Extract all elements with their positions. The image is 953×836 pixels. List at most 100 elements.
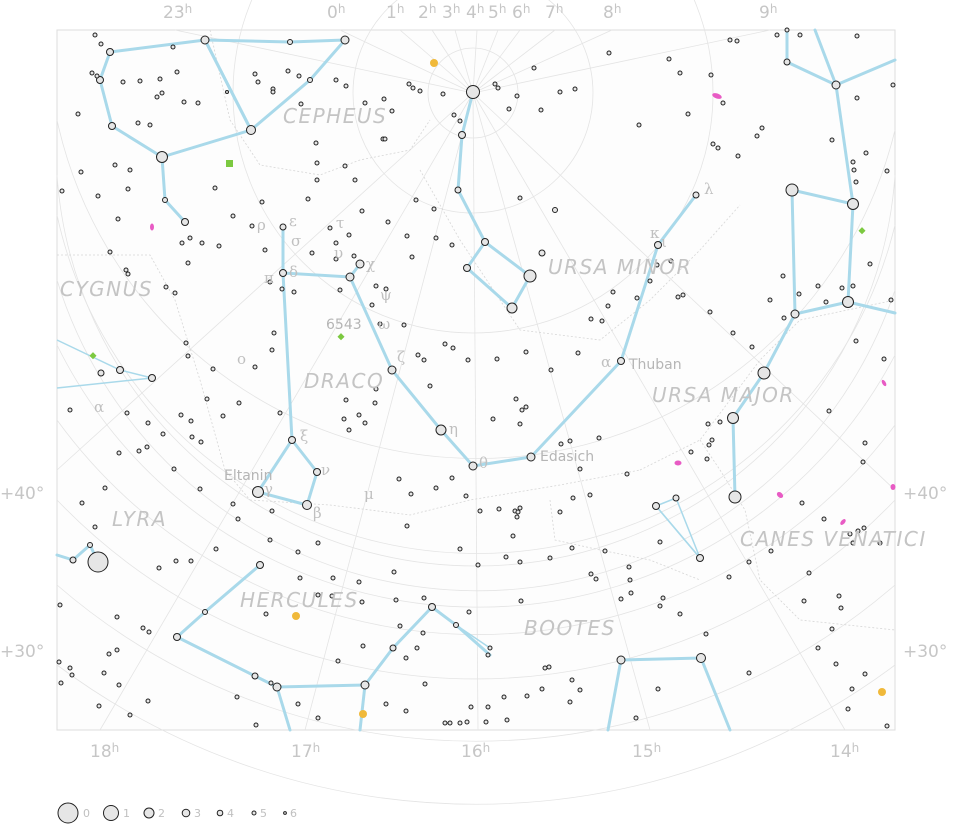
- star: [706, 442, 712, 448]
- greek-label: σ: [291, 232, 301, 250]
- star: [220, 413, 226, 419]
- star: [116, 682, 122, 688]
- star: [720, 100, 726, 106]
- star: [397, 623, 403, 629]
- star: [116, 450, 122, 456]
- star: [387, 365, 397, 375]
- ra-label: 1h: [386, 2, 404, 23]
- star: [272, 682, 282, 692]
- star: [285, 68, 291, 74]
- star: [526, 452, 536, 462]
- star: [396, 476, 402, 482]
- star: [449, 475, 455, 481]
- star: [458, 131, 466, 139]
- star: [487, 645, 493, 651]
- star: [144, 444, 150, 450]
- star: [75, 111, 81, 117]
- greek-label: ν: [321, 461, 330, 479]
- star: [116, 366, 124, 374]
- star: [523, 349, 529, 355]
- star: [708, 72, 714, 78]
- star: [421, 357, 427, 363]
- dec-label: +40°: [903, 484, 947, 504]
- legend-label: 4: [227, 807, 234, 820]
- star: [154, 94, 160, 100]
- star: [148, 374, 156, 382]
- star: [457, 118, 463, 124]
- star-names: Thuban Edasich Eltanin 6543: [224, 317, 682, 484]
- star: [602, 548, 608, 554]
- star: [377, 321, 383, 327]
- star: [162, 197, 168, 203]
- star: [783, 58, 791, 66]
- greek-label: λ: [704, 180, 714, 198]
- star: [431, 206, 437, 212]
- ra-label: 18h: [90, 741, 119, 762]
- coordinate-grid: [56, 0, 896, 805]
- star: [267, 537, 273, 543]
- star: [477, 508, 483, 514]
- star: [463, 264, 471, 272]
- star: [414, 645, 420, 651]
- star: [727, 37, 733, 43]
- star: [666, 56, 672, 62]
- greek-label: ι: [661, 233, 667, 251]
- ra-label: 2h: [418, 2, 436, 23]
- star: [547, 555, 553, 561]
- star: [188, 418, 194, 424]
- galaxy-icon: [712, 93, 722, 99]
- star: [404, 233, 410, 239]
- galaxy-icon: [890, 484, 896, 490]
- star: [634, 295, 640, 301]
- star: [823, 299, 829, 305]
- star: [506, 106, 512, 112]
- star: [717, 419, 723, 425]
- legend-label: 5: [260, 807, 267, 820]
- star: [313, 468, 321, 476]
- star: [696, 653, 706, 663]
- star: [596, 435, 602, 441]
- ra-label: 5h: [488, 2, 506, 23]
- star: [610, 289, 616, 295]
- star: [557, 509, 563, 515]
- constellation-name: LYRA: [112, 507, 167, 531]
- star: [333, 240, 339, 246]
- legend-star-1: [103, 805, 119, 821]
- star: [268, 680, 274, 686]
- star: [337, 287, 343, 293]
- star: [660, 595, 666, 601]
- star: [884, 168, 890, 174]
- star: [127, 167, 133, 173]
- ra-label: 7h: [545, 2, 563, 23]
- star: [315, 715, 321, 721]
- star: [170, 44, 176, 50]
- greek-label: ε: [289, 212, 297, 230]
- star: [288, 436, 296, 444]
- star: [577, 466, 583, 472]
- star: [136, 448, 142, 454]
- star: [178, 412, 184, 418]
- star: [408, 491, 414, 497]
- star: [255, 79, 261, 85]
- galaxy-icon: [840, 519, 846, 525]
- nebula-icon: [226, 160, 233, 167]
- star: [628, 590, 634, 596]
- star: [123, 267, 129, 273]
- star: [277, 410, 283, 416]
- star: [352, 177, 358, 183]
- star: [780, 273, 786, 279]
- legend-label: 0: [83, 807, 90, 820]
- star: [78, 169, 84, 175]
- star: [862, 671, 868, 677]
- star: [685, 111, 691, 117]
- star: [652, 502, 660, 510]
- star: [351, 253, 357, 259]
- star: [839, 285, 845, 291]
- star: [569, 677, 575, 683]
- constellation-name: CANES VENATICI: [740, 527, 927, 551]
- constellation-names: CEPHEUS URSA MINOR CYGNUS DRACO URSA MAJ…: [60, 104, 927, 640]
- star: [313, 140, 319, 146]
- star: [457, 546, 463, 552]
- star: [346, 427, 352, 433]
- star: [815, 283, 821, 289]
